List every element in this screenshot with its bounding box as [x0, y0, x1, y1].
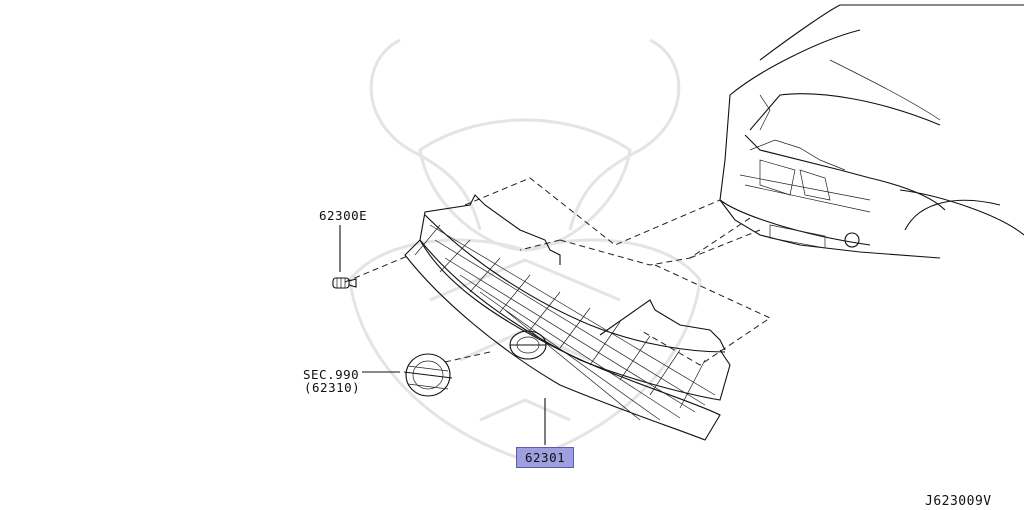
- emblem-illustration: [403, 353, 453, 397]
- emblem-part-number: (62310): [304, 380, 361, 395]
- emblem-section-label: SEC.990: [303, 367, 360, 382]
- clip-part-number: 62300E: [319, 208, 368, 223]
- diagram-id: J623009V: [925, 494, 992, 509]
- front-grille-illustration: [404, 194, 731, 441]
- leader-lines: [339, 225, 546, 445]
- assembly-guide-lines: [344, 177, 772, 366]
- vehicle-front-illustration: [719, 4, 1024, 259]
- grille-part-number[interactable]: 62301: [516, 447, 575, 468]
- clip-illustration: [332, 277, 357, 289]
